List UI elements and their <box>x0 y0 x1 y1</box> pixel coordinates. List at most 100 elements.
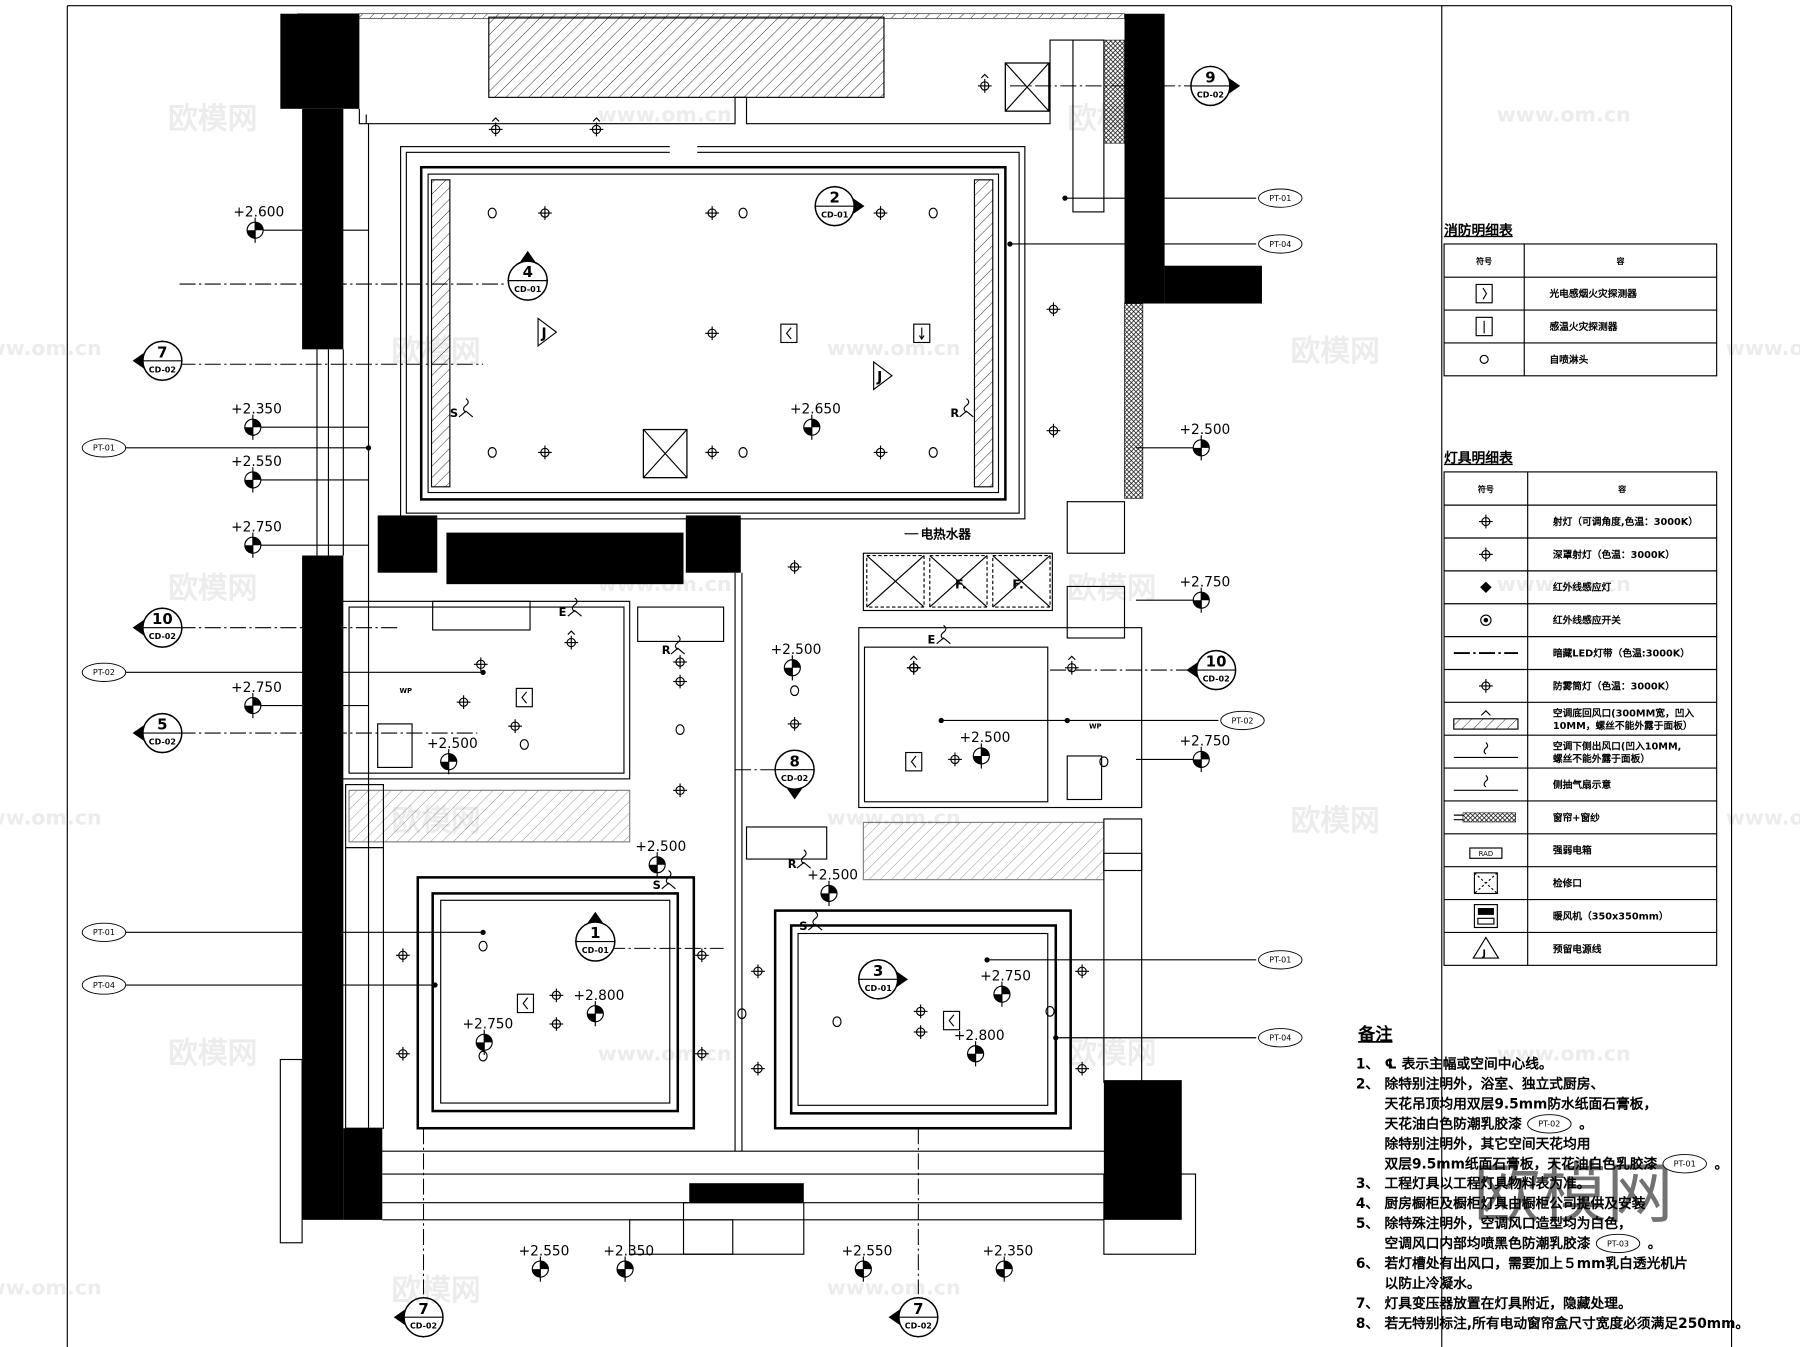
section-marker[interactable]: 7CD-02 <box>888 1296 939 1338</box>
fan-label-1: F. <box>955 577 967 592</box>
section-marker[interactable]: 8CD-02 <box>774 749 816 800</box>
finish-tag[interactable]: PT-04 <box>81 975 127 995</box>
table-row-label: 窗帘+窗纱 <box>1553 811 1600 824</box>
centre-lines <box>179 85 1199 1295</box>
section-marker[interactable]: 2CD-01 <box>814 185 865 227</box>
sprinkler-icon <box>928 207 938 219</box>
living-room-ceiling <box>400 139 1026 520</box>
infrared-sensor-switch-icon <box>1480 614 1492 626</box>
table-row-label: 射灯（可调角度,色温：3000K） <box>1552 515 1698 528</box>
section-sheet: CD-02 <box>905 1322 932 1331</box>
downlight-icon <box>751 1061 765 1076</box>
note-text: ℄ 表示主幅或空间中心线。 <box>1385 1056 1553 1073</box>
section-number: 10 <box>152 610 173 628</box>
ceiling-level-marker: +2.750 <box>231 519 369 558</box>
note-line: 6、若灯槽处有出风口，需要加上５mm乳白透光机片 <box>1356 1255 1688 1272</box>
smoke-detector-icon <box>1475 283 1493 304</box>
note-line: 5、除特殊注明外，空调风口造型均为白色， <box>1356 1215 1632 1232</box>
sprinkler-icon <box>487 447 497 458</box>
downlight-icon <box>456 695 471 710</box>
leader-lines <box>125 195 1257 1041</box>
finish-tag[interactable]: PT-01 <box>81 922 127 942</box>
sprinkler-icon <box>478 1050 488 1062</box>
ceiling-level-value: +2.750 <box>231 680 282 696</box>
section-number: 4 <box>523 263 533 281</box>
finish-tag[interactable]: PT-02 <box>81 662 127 682</box>
note-number: 8、 <box>1356 1316 1379 1332</box>
smoke-detector-icon <box>516 993 535 1014</box>
table-row-label: 光电感烟火灾探测器 <box>1548 287 1637 300</box>
table-row-label: 感温火灾探测器 <box>1549 320 1617 333</box>
finish-tag[interactable]: PT-01 <box>81 438 127 458</box>
ceiling-level-value: +2.600 <box>233 204 284 220</box>
finish-tag[interactable]: PT-01 <box>1258 950 1303 970</box>
heat-detector-icon <box>913 323 931 344</box>
section-sheet: CD-01 <box>821 211 849 220</box>
svg-text:J: J <box>876 369 882 385</box>
downlight-icon <box>873 445 888 460</box>
section-sheet: CD-01 <box>582 946 610 955</box>
section-sheet: CD-02 <box>1203 675 1230 684</box>
svg-text:R: R <box>662 643 671 657</box>
return-air-vent-icon <box>1453 709 1519 730</box>
section-number: 1 <box>590 924 600 942</box>
note-finish-code: PT-01 <box>1674 1160 1696 1169</box>
table-row: 光电感烟火灾探测器 <box>1475 283 1637 304</box>
note-number: 5、 <box>1356 1216 1379 1232</box>
table-row-label: 暗藏LED灯带（色温:3000K） <box>1553 646 1690 659</box>
heater-icon <box>1473 904 1498 929</box>
section-marker[interactable]: 9CD-02 <box>1190 65 1241 107</box>
svg-text:J: J <box>540 326 546 342</box>
section-sheet: CD-02 <box>149 632 176 641</box>
power-outlet-icon: J <box>873 360 893 391</box>
sprinkler-icon <box>519 739 529 750</box>
sprinkler-icon <box>487 207 497 219</box>
ceiling-level-value: +2.750 <box>1179 734 1230 750</box>
table-row: 窗帘+窗纱 <box>1444 800 1717 824</box>
table-row-label: 自喷淋头 <box>1549 353 1588 366</box>
bathroom-left <box>341 600 725 843</box>
downlight-icon <box>787 717 802 731</box>
svg-text:E: E <box>927 633 935 647</box>
finish-tag[interactable]: PT-04 <box>1258 1028 1303 1048</box>
note-text: 空调风口内部均喷黑色防潮乳胶漆 <box>1385 1235 1591 1252</box>
section-marker[interactable]: 4CD-01 <box>507 250 549 301</box>
downlight-icon <box>913 1025 928 1039</box>
supply-vent-icon: S <box>799 911 823 933</box>
section-number: 3 <box>873 962 883 980</box>
table-header-name: 容 <box>1615 256 1624 266</box>
lighting-legend-table: 灯具明细表符号容射灯（可调角度,色温：3000K）深罩射灯（色温：3000K）红… <box>1443 450 1718 966</box>
section-sheet: CD-02 <box>149 365 176 374</box>
section-marker[interactable]: 7CD-02 <box>393 1296 444 1338</box>
watermark-url: www.om.cn <box>0 1275 102 1299</box>
note-text: 工程灯具以工程灯具物料表为准。 <box>1385 1175 1591 1192</box>
section-marker[interactable]: 7CD-02 <box>132 340 183 382</box>
return-vent-icon: R <box>662 635 686 657</box>
ceiling-level-markers: +2.600+2.350+2.550+2.750+2.750+2.500+2.7… <box>231 204 1230 1282</box>
section-markers: 7CD-0210CD-025CD-029CD-0210CD-022CD-014C… <box>132 65 1241 1338</box>
finish-tag[interactable]: PT-02 <box>1220 710 1265 731</box>
section-marker[interactable]: 5CD-02 <box>132 712 183 754</box>
watermark-url: www.om.cn <box>0 806 102 830</box>
downlight-icon <box>549 1017 564 1031</box>
power-outlet-icon: J <box>537 317 558 348</box>
ceiling-level-value: +2.800 <box>574 988 625 1004</box>
section-marker[interactable]: 3CD-01 <box>858 958 909 1000</box>
finish-tag[interactable]: PT-01 <box>1258 188 1303 208</box>
fan-label-2: F. <box>1012 577 1024 592</box>
section-sheet: CD-02 <box>1197 90 1224 99</box>
section-marker[interactable]: 1CD-01 <box>574 911 616 962</box>
finish-tag[interactable]: PT-04 <box>1258 234 1303 254</box>
table-row-label: 空调下侧出风口(凹入10MM, <box>1553 739 1681 752</box>
note-text: 厨房橱柜及橱柜灯具由橱柜公司提供及安装 <box>1385 1195 1646 1212</box>
ceiling-level-marker: +2.500 <box>807 868 858 907</box>
section-number: 7 <box>157 343 167 361</box>
finish-tags: PT-01PT-02PT-01PT-04PT-01PT-04PT-02PT-01… <box>81 188 1303 1048</box>
note-finish-code: PT-02 <box>1538 1120 1560 1129</box>
watermark-url: www.om.cn <box>1726 336 1800 360</box>
downlight-icon <box>1075 964 1089 979</box>
sheet-frame <box>66 5 1733 1347</box>
